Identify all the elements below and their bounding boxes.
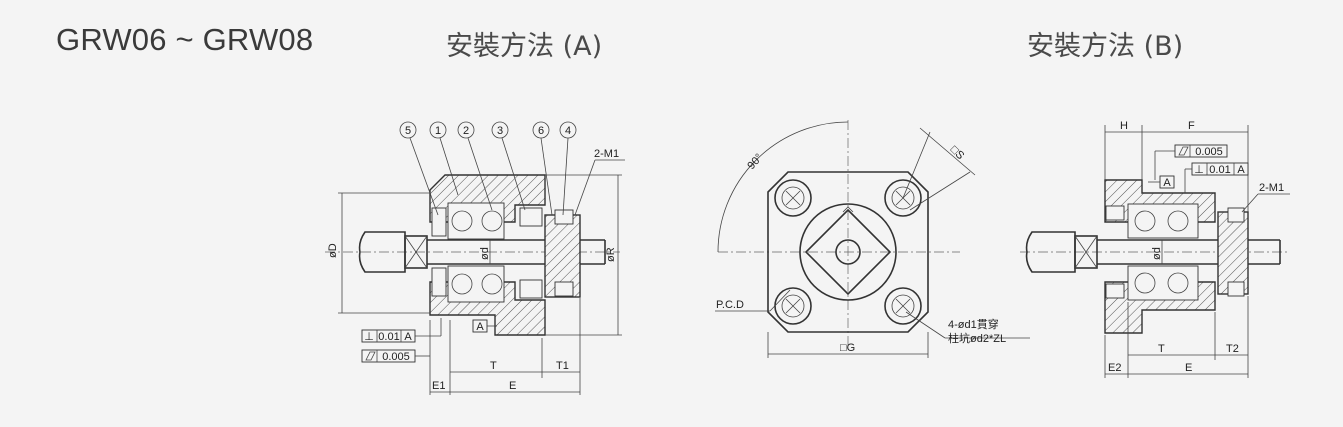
lock-nut-right-b (1217, 211, 1249, 295)
balloon-5: 5 (405, 125, 411, 137)
hole-note-line1: 4-ød1貫穿 (948, 317, 999, 331)
section-view-b: ød H F 0.005 ⊥ 0.01 A A 2-M1 (1020, 120, 1290, 378)
square-flange (767, 171, 929, 333)
dim-G: □G (840, 342, 855, 354)
dim-D: øD (327, 243, 339, 258)
svg-text:⊥: ⊥ (364, 331, 374, 343)
shaft-end-a (358, 231, 406, 273)
perp-value-b: 0.01 (1209, 164, 1230, 176)
dim-T-a: T (490, 360, 497, 372)
dim-E2: E2 (1108, 362, 1121, 374)
locknut-square (804, 208, 892, 296)
mounting-holes (774, 179, 922, 325)
dim-E-a: E (509, 380, 516, 392)
dim-d-b: ød (1151, 247, 1163, 260)
dim-H: H (1120, 120, 1128, 132)
dim-T1: T1 (556, 360, 569, 372)
dim-T2: T2 (1226, 343, 1239, 355)
balloon-4: 4 (565, 125, 571, 137)
svg-text:A: A (1237, 164, 1245, 176)
balloon-2: 2 (463, 125, 469, 137)
front-view: 90° □S P.C.D □G 4-ød1貫穿 柱坑ød2*ZL (715, 120, 1030, 358)
flat-value-b: 0.005 (1195, 146, 1223, 158)
perp-value-a: 0.01 (378, 331, 399, 343)
hole-note-line2: 柱坑ød2*ZL (948, 331, 1006, 345)
datum-a: A (476, 321, 484, 333)
shaft-end-b (1025, 231, 1076, 273)
dim-R: øR (605, 247, 617, 262)
balloon-1: 1 (435, 125, 441, 137)
dim-E1: E1 (432, 380, 445, 392)
page-title: GRW06 ~ GRW08 (56, 22, 314, 57)
balloon-3: 3 (497, 125, 503, 137)
balloon-6: 6 (538, 125, 544, 137)
balloon-group-a: 5 1 2 3 6 4 (399, 121, 577, 216)
angle-arc (717, 121, 849, 253)
dim-S: □S (948, 144, 966, 162)
method-a-title: 安裝方法 (A) (446, 31, 603, 62)
svg-text:⊥: ⊥ (1194, 164, 1204, 176)
locknut-a (404, 235, 428, 269)
method-b-title: 安裝方法 (B) (1027, 31, 1184, 62)
bearing-lower-a (447, 265, 505, 303)
dim-T-b: T (1158, 343, 1165, 355)
flat-value-a: 0.005 (382, 351, 410, 363)
svg-text:A: A (404, 331, 412, 343)
dim-d-a: ød (479, 247, 491, 260)
datum-b: A (1163, 177, 1171, 189)
perpendicularity-box-a (361, 329, 416, 343)
thread-label-a: 2-M1 (594, 148, 619, 160)
dim-E-b: E (1185, 362, 1192, 374)
central-boss (799, 203, 897, 301)
pcd-label: P.C.D (716, 299, 744, 311)
bearing-upper-a (447, 202, 505, 240)
dim-F: F (1188, 120, 1195, 132)
section-view-a: 5 1 2 3 6 4 2-M1 øD ød (325, 121, 625, 395)
thread-label-b: 2-M1 (1259, 182, 1284, 194)
